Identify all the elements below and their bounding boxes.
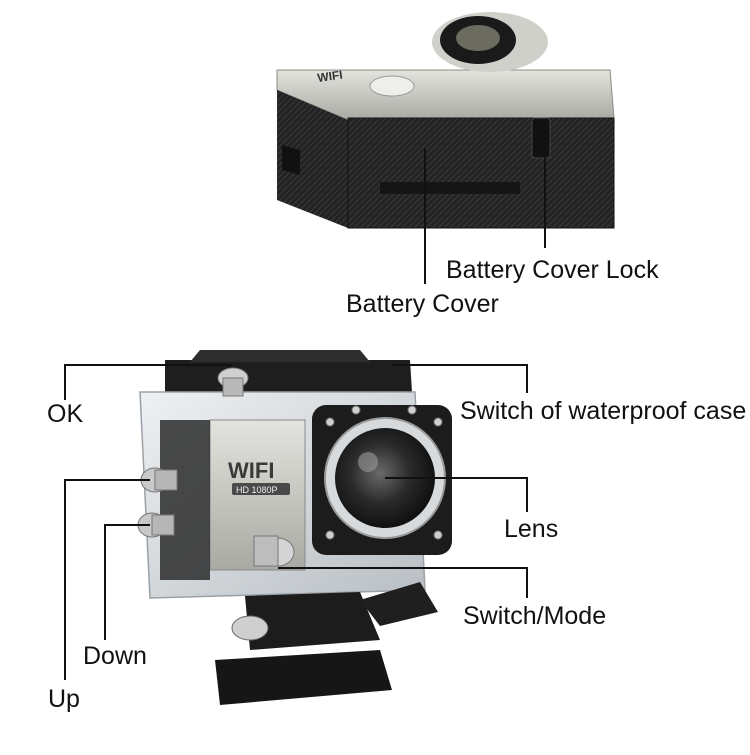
ok-label: OK xyxy=(47,400,84,428)
up-label: Up xyxy=(48,685,80,713)
switch-mode-label: Switch/Mode xyxy=(463,602,607,630)
housing-model-badge: HD 1080P xyxy=(236,485,278,495)
bottom-leader-lines xyxy=(64,364,528,680)
housing-wifi-badge: WIFI xyxy=(228,458,274,483)
top-camera-body: WIFI xyxy=(276,12,615,229)
battery-cover-lock-label: Battery Cover Lock xyxy=(446,256,659,284)
top-leader-lines xyxy=(424,148,546,284)
up-button xyxy=(140,467,178,493)
top-button xyxy=(369,75,415,97)
waterproof-housing: WIFI HD 1080P xyxy=(137,350,452,705)
housing-screws xyxy=(325,405,443,540)
mount-thumb-screw xyxy=(360,582,438,626)
top-wifi-badge: WIFI xyxy=(316,68,343,85)
lens-label: Lens xyxy=(504,515,559,543)
down-button xyxy=(137,512,175,538)
mount-base xyxy=(245,592,380,650)
switch-waterproof-case-label: Switch of waterproof case xyxy=(460,397,747,425)
down-label: Down xyxy=(83,642,147,670)
battery-cover-label: Battery Cover xyxy=(346,290,499,318)
battery-cover-lock xyxy=(531,117,551,159)
switch-mode-button xyxy=(253,535,295,567)
vent-grille xyxy=(380,182,520,194)
side-latch xyxy=(282,145,300,175)
